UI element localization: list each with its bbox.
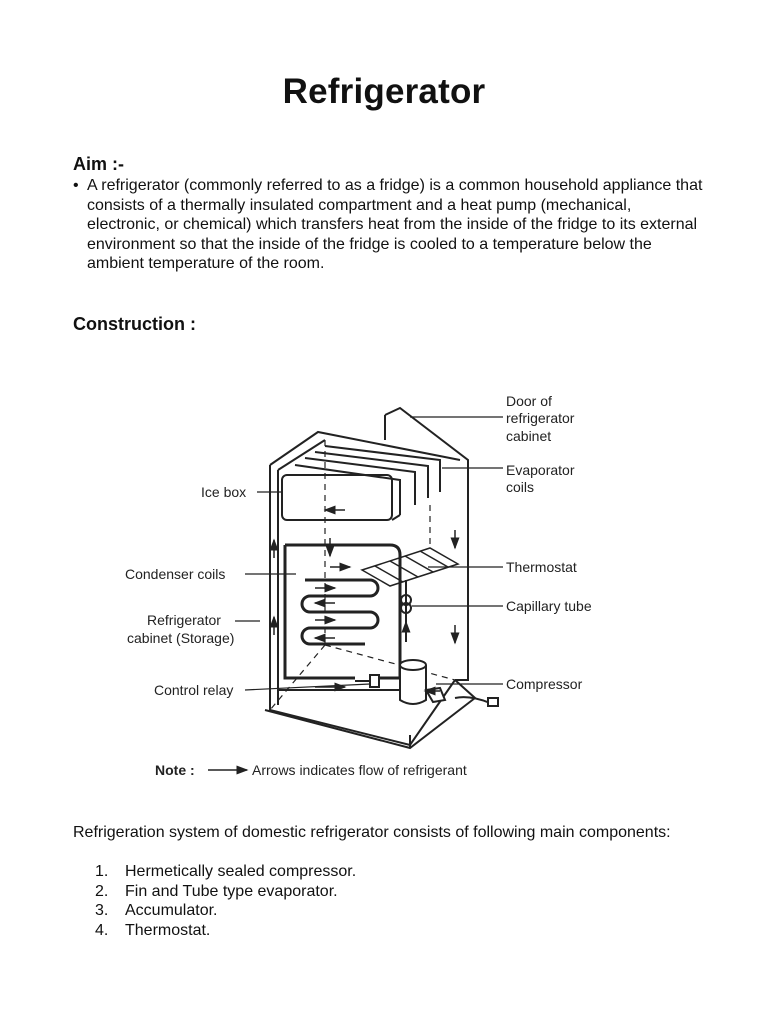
refrigerator-diagram: Door of refrigerator cabinet Evaporator …: [125, 393, 592, 778]
label-condenser: Condenser coils: [125, 566, 225, 582]
construction-heading: Construction :: [73, 314, 196, 334]
label-icebox: Ice box: [201, 484, 246, 500]
compressor: [369, 659, 499, 707]
label-evap-2: coils: [506, 479, 534, 495]
label-door-3: cabinet: [506, 428, 551, 444]
label-relay: Control relay: [154, 682, 233, 698]
label-door-2: refrigerator: [506, 410, 575, 426]
cabinet-outline: [264, 406, 477, 750]
label-thermostat: Thermostat: [506, 559, 577, 575]
aim-heading: Aim :-: [73, 154, 124, 174]
label-evap-1: Evaporator: [506, 462, 575, 478]
aim-paragraph: • A refrigerator (commonly referred to a…: [73, 176, 703, 274]
note-label: Note :: [155, 762, 195, 778]
label-door-1: Door of: [506, 393, 552, 409]
bullet: •: [73, 177, 79, 194]
page-title: Refrigerator: [282, 72, 486, 111]
components-intro: Refrigeration system of domestic refrige…: [73, 824, 671, 841]
label-cabinet-2: cabinet (Storage): [127, 630, 234, 646]
aim-text: A refrigerator (commonly referred to as …: [87, 177, 703, 273]
evaporator-coils: [281, 445, 441, 521]
list-item: 2.Fin and Tube type evaporator.: [95, 882, 338, 900]
label-capillary: Capillary tube: [506, 598, 592, 614]
list-item: 3.Accumulator.: [95, 902, 218, 920]
shelf: [360, 547, 460, 587]
note-text: Arrows indicates flow of refrigerant: [252, 762, 467, 778]
label-compressor: Compressor: [506, 676, 583, 692]
condenser-coils: [283, 543, 402, 680]
list-item: 4.Thermostat.: [95, 921, 211, 939]
list-item: 1.Hermetically sealed compressor.: [95, 863, 357, 880]
components-list: 1.Hermetically sealed compressor. 2.Fin …: [73, 862, 356, 940]
label-cabinet-1: Refrigerator: [147, 612, 221, 628]
